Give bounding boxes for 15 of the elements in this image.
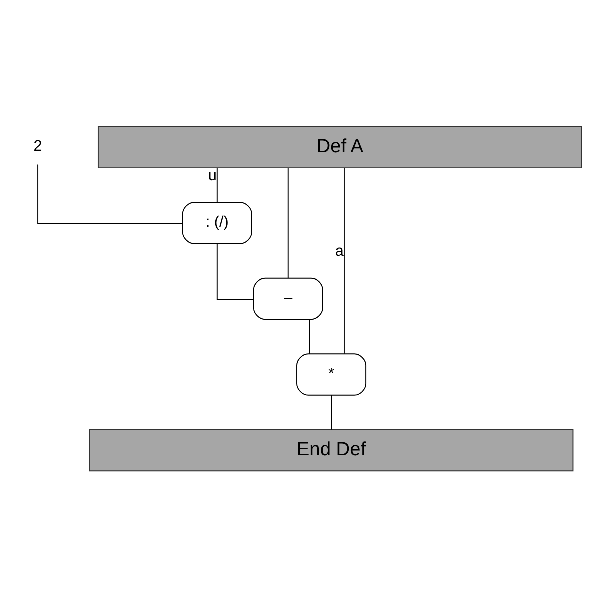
node-box: : (/) bbox=[182, 202, 252, 244]
edge-label: u bbox=[208, 167, 217, 184]
node-box: End Def bbox=[89, 429, 574, 472]
connector bbox=[38, 164, 184, 224]
connector bbox=[309, 319, 310, 355]
edge-label: a bbox=[335, 243, 344, 260]
node-box: – bbox=[253, 278, 324, 320]
connector bbox=[331, 395, 332, 430]
connector bbox=[216, 168, 218, 204]
node-box: * bbox=[296, 354, 367, 396]
node-text: 2 bbox=[34, 138, 42, 156]
connector bbox=[288, 168, 289, 279]
node-box: Def A bbox=[98, 126, 582, 169]
connector bbox=[344, 168, 345, 354]
connector bbox=[216, 244, 254, 300]
